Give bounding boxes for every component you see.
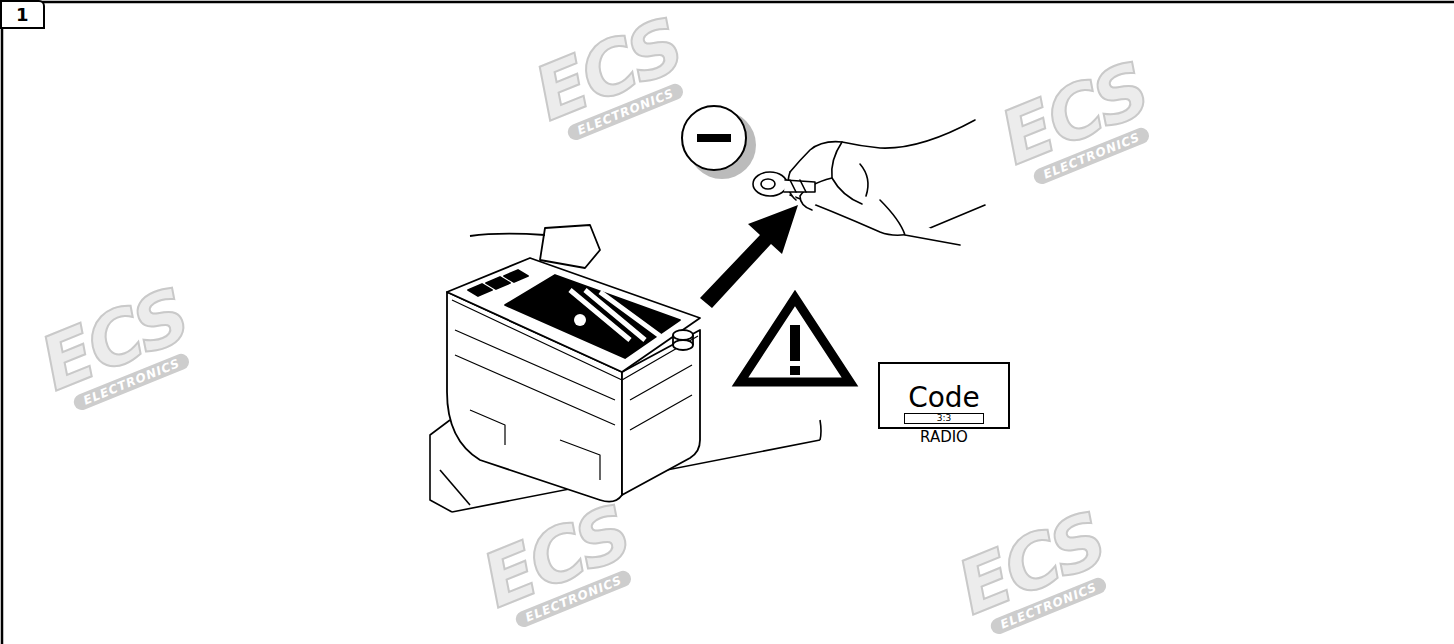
watermark-text: ELECTRONICS	[989, 575, 1109, 636]
watermark: ECSELECTRONICS	[474, 496, 646, 635]
watermark-text: ELECTRONICS	[72, 351, 192, 412]
hand-with-clamp	[753, 120, 985, 245]
step-number: 1	[16, 4, 29, 25]
frame-line	[1, 2, 4, 644]
watermark-logo: ECS	[32, 279, 197, 400]
step-tab: 1	[0, 0, 45, 29]
watermark-logo: ECS	[474, 496, 639, 617]
watermark-text: ELECTRONICS	[1032, 125, 1152, 186]
code-display: 3:3	[904, 413, 984, 424]
car-battery	[447, 225, 700, 502]
code-display-text: 3:3	[907, 414, 981, 423]
radio-code-text: Code	[884, 384, 1004, 412]
watermark-text: ELECTRONICS	[514, 568, 634, 629]
radio-caption: RADIO	[880, 428, 1008, 446]
watermark: ECSELECTRONICS	[949, 503, 1121, 642]
warning-triangle	[740, 298, 850, 382]
radio-code-box: Code3:3RADIO	[878, 362, 1010, 429]
watermark-text: ELECTRONICS	[566, 81, 686, 142]
watermark-logo: ECS	[526, 9, 691, 130]
direction-arrow	[700, 205, 798, 308]
watermark-logo: ECS	[992, 53, 1157, 174]
watermark-logo: ECS	[949, 503, 1114, 624]
frame-line	[40, 1, 1454, 4]
watermark: ECSELECTRONICS	[32, 279, 204, 418]
minus-symbol	[682, 106, 756, 179]
watermark: ECSELECTRONICS	[526, 9, 698, 148]
watermark: ECSELECTRONICS	[992, 53, 1164, 192]
